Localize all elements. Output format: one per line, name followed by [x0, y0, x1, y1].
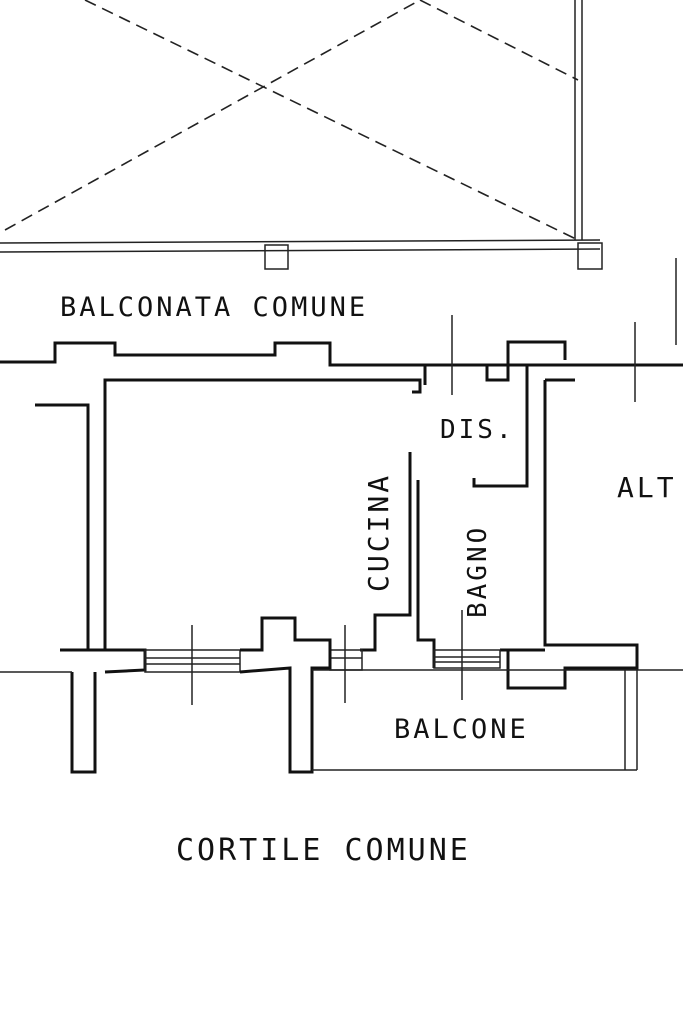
cortile-comune-label: CORTILE COMUNE [176, 833, 471, 868]
south-walls [0, 616, 683, 774]
cucina-label: CUCINA [362, 473, 395, 592]
bagno-label: BAGNO [463, 525, 493, 618]
main-room [35, 378, 422, 674]
windows [144, 610, 501, 705]
north-wall [0, 315, 683, 402]
upper-void [0, 0, 677, 345]
interior-walls [360, 365, 639, 690]
dis-label: DIS. [440, 415, 515, 445]
alt-label: ALT [617, 471, 677, 504]
balconata-comune-label: BALCONATA COMUNE [60, 292, 368, 323]
balcone-label: BALCONE [394, 714, 529, 745]
